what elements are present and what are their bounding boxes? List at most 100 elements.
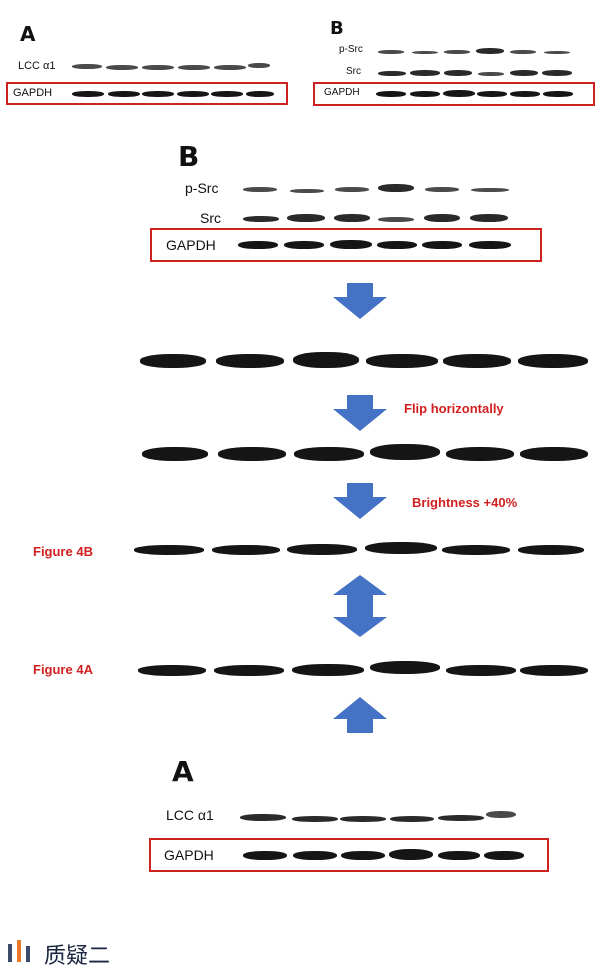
band <box>238 241 278 249</box>
flip-horizontally-label: Flip horizontally <box>404 401 504 416</box>
band <box>216 354 284 368</box>
band <box>446 447 514 461</box>
band <box>72 64 102 69</box>
band <box>410 91 440 97</box>
band <box>292 664 364 676</box>
band <box>471 188 509 192</box>
band <box>438 851 480 860</box>
band <box>442 545 510 555</box>
band <box>134 545 204 555</box>
band <box>138 665 206 676</box>
figure-4b-label: Figure 4B <box>33 544 93 559</box>
band <box>218 447 286 461</box>
band <box>477 91 507 97</box>
band <box>243 187 277 192</box>
gapdh-label: GAPDH <box>164 847 214 863</box>
brightness-label: Brightness +40% <box>412 495 518 510</box>
band <box>389 849 433 860</box>
band <box>476 48 504 54</box>
band <box>142 91 174 97</box>
gapdh-highlight-box <box>149 838 549 872</box>
band <box>470 214 508 222</box>
band <box>340 816 386 822</box>
gapdh-label: GAPDH <box>166 237 216 253</box>
down-arrow-icon <box>333 395 387 431</box>
band <box>510 50 536 54</box>
band <box>246 91 274 97</box>
up-arrow-icon <box>333 697 387 733</box>
band <box>378 50 404 54</box>
band <box>330 240 372 249</box>
gapdh-highlight-box <box>6 82 288 105</box>
band <box>248 63 270 68</box>
band <box>378 184 414 192</box>
band <box>542 70 572 76</box>
band <box>444 70 472 76</box>
band <box>294 447 364 461</box>
figure-4a-label: Figure 4A <box>33 662 93 677</box>
src-label: Src <box>200 210 221 226</box>
down-arrow-icon <box>333 483 387 519</box>
band <box>335 187 369 192</box>
band <box>212 545 280 555</box>
band <box>422 241 462 249</box>
band <box>446 665 516 676</box>
band <box>510 70 538 76</box>
band <box>443 354 511 368</box>
band <box>240 814 286 821</box>
p-src-label: p-Src <box>339 44 363 55</box>
band <box>424 214 460 222</box>
band <box>214 665 284 676</box>
brand-name: 质疑二 <box>44 944 111 969</box>
band <box>518 354 588 368</box>
panel-letter-b: B <box>330 18 344 39</box>
panel-letter-a: A <box>20 22 36 46</box>
band <box>377 241 417 249</box>
brand-logo-icon <box>8 940 30 962</box>
band <box>510 91 540 97</box>
band <box>284 241 324 249</box>
band <box>469 241 511 249</box>
band <box>334 214 370 222</box>
lcc-label: LCC α1 <box>18 60 56 72</box>
gapdh-label: GAPDH <box>13 87 53 99</box>
band <box>178 65 210 70</box>
gapdh-label: GAPDH <box>324 87 360 98</box>
band <box>410 70 440 76</box>
band <box>370 661 440 674</box>
band <box>142 65 174 70</box>
band <box>293 352 359 368</box>
band <box>72 91 104 97</box>
band <box>177 91 209 97</box>
band <box>390 816 434 822</box>
band <box>290 189 324 193</box>
down-arrow-icon <box>333 283 387 319</box>
band <box>243 216 279 222</box>
band <box>292 816 338 822</box>
band <box>341 851 385 860</box>
band <box>142 447 208 461</box>
src-label: Src <box>346 66 361 77</box>
gapdh-highlight-box <box>313 82 595 106</box>
band <box>366 354 438 368</box>
band <box>425 187 459 192</box>
band <box>106 65 138 70</box>
band <box>378 217 414 222</box>
band <box>214 65 246 70</box>
band <box>478 72 504 76</box>
band <box>370 444 440 460</box>
band <box>544 51 570 54</box>
band <box>412 51 438 54</box>
band <box>543 91 573 97</box>
panel-letter-a-large: A <box>172 755 194 788</box>
band <box>108 91 140 97</box>
band <box>438 815 484 821</box>
band <box>287 544 357 555</box>
band <box>484 851 524 860</box>
gapdh-highlight-box <box>150 228 542 262</box>
band <box>243 851 287 860</box>
band <box>443 90 475 97</box>
band <box>287 214 325 222</box>
band <box>211 91 243 97</box>
lcc-label: LCC α1 <box>166 807 214 823</box>
